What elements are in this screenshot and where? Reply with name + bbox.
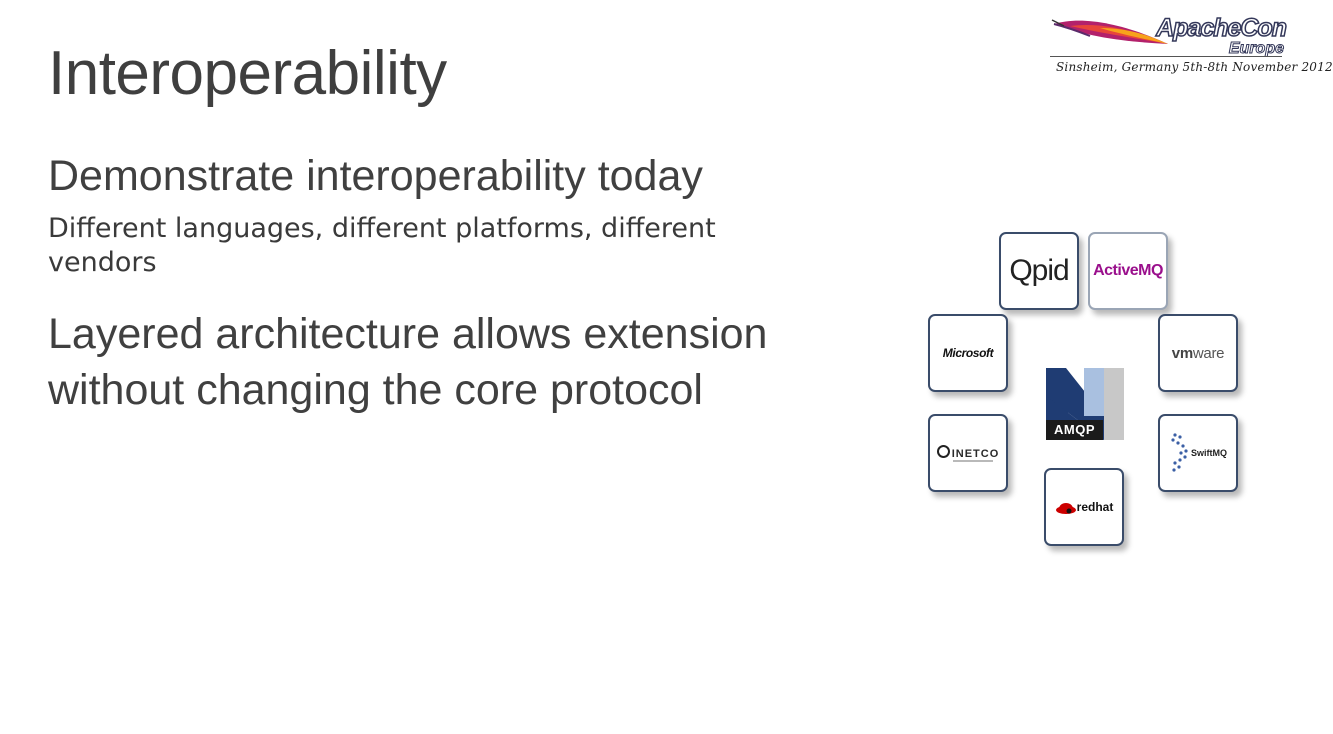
inetco-tagline-bar [952,459,993,462]
redhat-shadowman-icon [1055,503,1076,514]
conference-logo: ApacheCon Europe Sinsheim, Germany 5th-8… [1050,13,1333,74]
conference-location-dates: Sinsheim, Germany 5th-8th November 2012 [1056,60,1333,74]
swiftmq-label: SwiftMQ [1191,448,1227,458]
amqp-label: AMQP [1046,420,1103,440]
sub-bullet-languages-platforms-vendors: Different languages, different platforms… [48,213,716,278]
redhat-logo: redhat [1076,500,1114,514]
amqp-logo: AMQP [1044,366,1126,442]
inetco-tile: INETCO [928,414,1008,492]
vmware-logo: vmware [1171,344,1225,362]
qpid-tile: Qpid [999,232,1079,310]
swiftmq-logo [1171,433,1188,472]
qpid-logo: Qpid [1009,254,1069,287]
redhat-tile: redhat [1044,468,1124,546]
activemq-logo: ActiveMQ [1093,262,1163,279]
slide-title: Interoperability [48,39,447,108]
microsoft-logo: Microsoft [942,346,994,360]
bullet-layered-architecture: Layered architecture allows extension wi… [48,310,768,414]
inetco-wordmark: INETCO [936,444,1000,460]
activemq-tile: ActiveMQ [1088,232,1168,310]
inetco-logo: INETCO [936,444,1000,462]
swiftmq-tile: SwiftMQ [1158,414,1238,492]
microsoft-tile: Microsoft [928,314,1008,392]
conference-region: Europe [1228,40,1284,58]
conference-divider [1050,56,1282,57]
conference-name: ApacheCon [1155,13,1287,43]
vmware-tile: vmware [1158,314,1238,392]
bullet-interoperability-today: Demonstrate interoperability today [48,152,703,200]
apache-feather-icon [1051,19,1168,44]
